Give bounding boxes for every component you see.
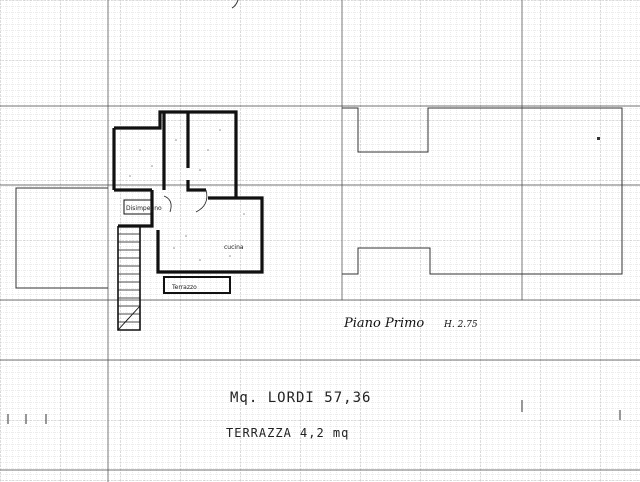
area-terrazza-note: TERRAZZA 4,2 mq <box>226 426 349 440</box>
adjacent-building-outline <box>342 107 623 275</box>
stair <box>117 226 141 331</box>
left-building-outline <box>15 187 108 289</box>
door-swing <box>195 189 208 213</box>
area-lordi-note: Mq. LORDI 57,36 <box>230 390 371 406</box>
disimpegno-box <box>123 199 153 215</box>
apartment-walls <box>112 110 264 274</box>
room-hatching <box>129 129 245 261</box>
room-label-cucina: cucina <box>224 244 244 251</box>
room-label-disimpegno: Disimpegno <box>126 205 162 212</box>
door-swing-small <box>163 195 172 213</box>
room-label-terrazzo: Terrazzo <box>171 284 197 291</box>
stray-marks <box>7 0 621 424</box>
floor-height: H. 2.75 <box>443 320 478 330</box>
adjacent-building-marker <box>597 137 600 140</box>
floor-title: Piano Primo <box>343 316 424 331</box>
terrazzo-box <box>163 276 231 294</box>
